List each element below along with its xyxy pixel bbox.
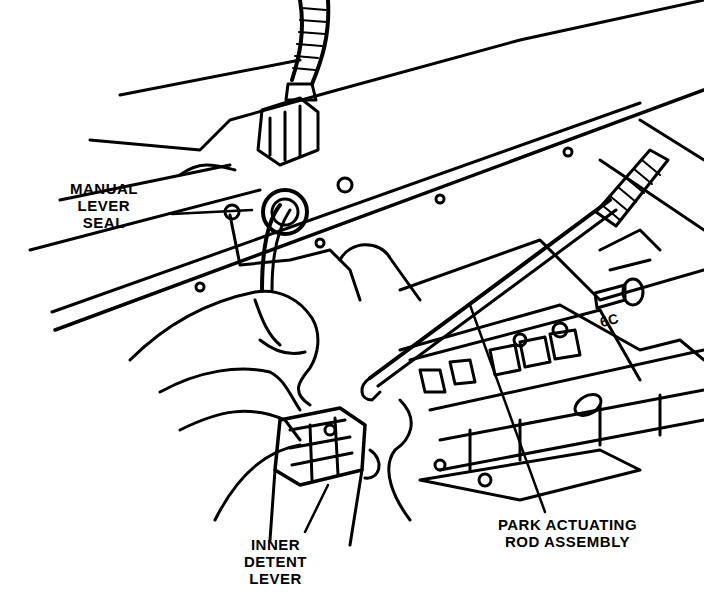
part-label: INNER DETENT LEVER	[244, 536, 307, 587]
part-label: PARK ACTUATING ROD ASSEMBLY	[480, 516, 655, 550]
casting-mark: 6C	[598, 310, 621, 331]
part-label: MANUAL LEVER SEAL	[70, 180, 138, 231]
